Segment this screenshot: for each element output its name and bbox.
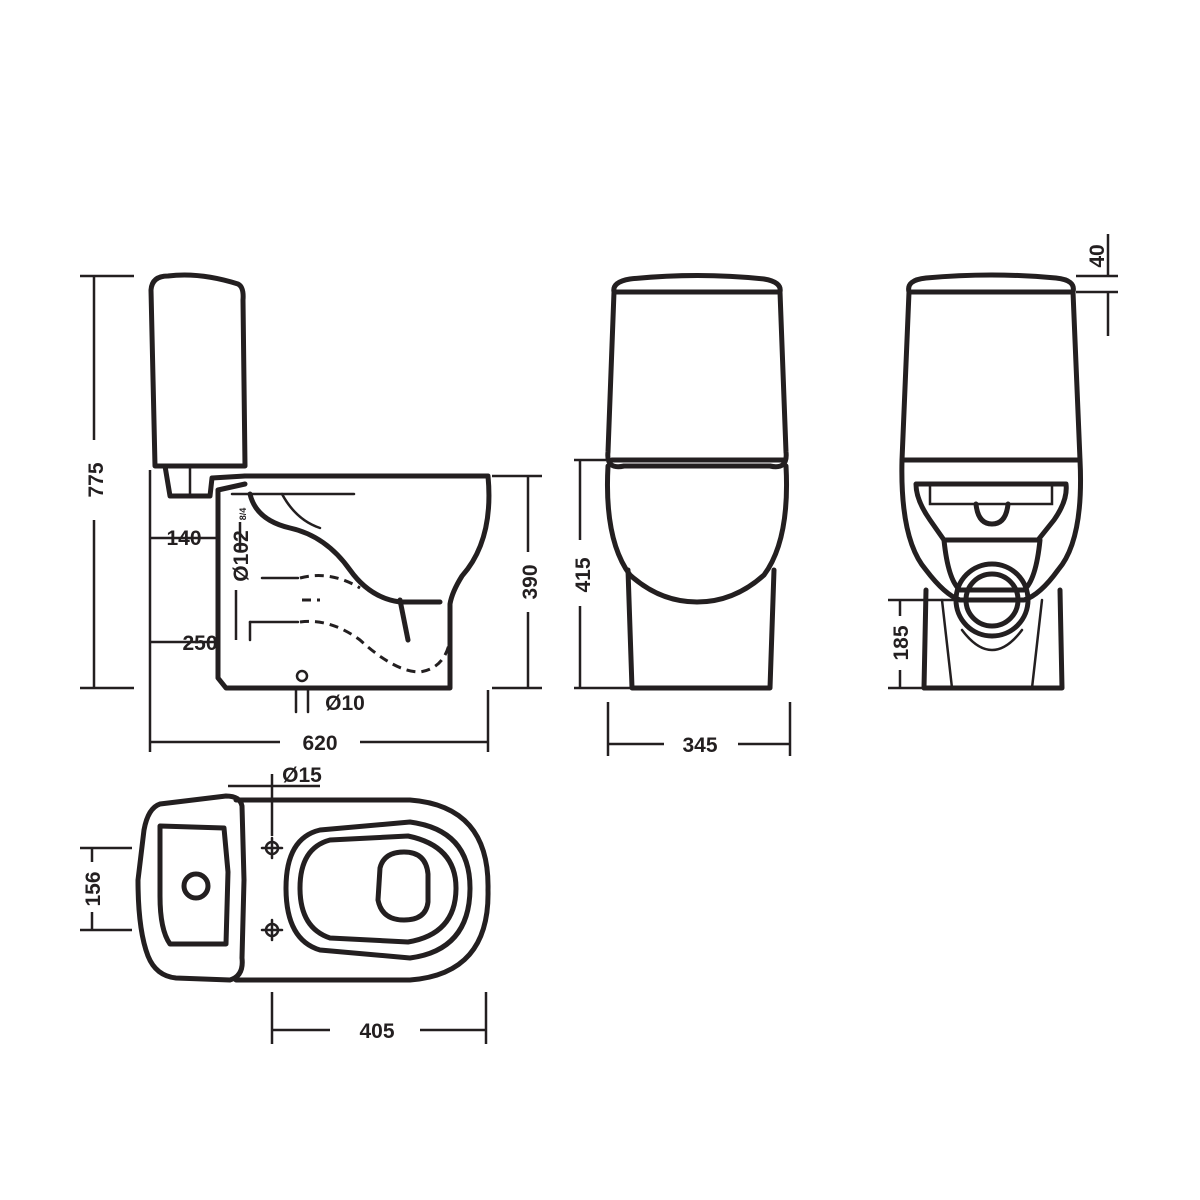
- top-bolt-lower: [260, 918, 284, 942]
- side-bowl: [215, 473, 492, 691]
- rear-outlet-inner: [963, 571, 1021, 629]
- label-bowl-height: 390: [519, 564, 542, 599]
- top-bolt-upper: [260, 836, 284, 860]
- label-outlet-diameter: Ø102: [230, 530, 253, 581]
- top-bowl: [233, 797, 491, 983]
- label-width: 345: [682, 734, 717, 757]
- rear-bowl: [899, 457, 1083, 603]
- label-length: 620: [302, 732, 337, 755]
- front-dimension-lines: [574, 458, 792, 756]
- label-rear-outlet-height: 185: [890, 625, 913, 660]
- rear-cistern: [899, 289, 1083, 463]
- label-height-total: 775: [85, 462, 108, 497]
- top-cistern: [135, 793, 247, 983]
- side-trap: [247, 491, 443, 605]
- label-outlet-height: 250: [182, 632, 217, 655]
- front-lid: [611, 273, 783, 295]
- side-fixing-bolt: [295, 669, 309, 683]
- top-dimension-lines: [80, 774, 488, 1044]
- front-cistern: [605, 289, 789, 470]
- top-outlet: [375, 849, 431, 923]
- label-bolt-hole: Ø15: [282, 764, 322, 787]
- front-pedestal: [625, 567, 777, 691]
- label-fixing-bolt: Ø10: [325, 692, 365, 715]
- rear-dimension-lines: [888, 234, 1118, 690]
- label-bowl-length: 405: [359, 1020, 394, 1043]
- label-tank-hole-spacing: 156: [82, 871, 105, 906]
- label-lid-offset: 40: [1086, 244, 1109, 267]
- side-view: [148, 272, 492, 714]
- rear-pedestal: [921, 587, 1065, 691]
- top-view: [135, 793, 491, 983]
- label-inlet-height: 140: [166, 527, 201, 550]
- side-dimension-lines: [80, 274, 542, 752]
- side-cistern: [148, 272, 248, 469]
- label-outlet-sub: 8/4: [238, 508, 248, 521]
- side-cistern-base: [162, 463, 248, 499]
- rear-view: [899, 272, 1083, 691]
- rear-lid: [906, 272, 1076, 295]
- front-view: [605, 273, 789, 691]
- top-cistern-hole: [181, 871, 211, 901]
- side-outlet-dashed: [299, 574, 452, 674]
- label-seat-height: 415: [572, 557, 595, 592]
- front-bowl: [605, 463, 789, 605]
